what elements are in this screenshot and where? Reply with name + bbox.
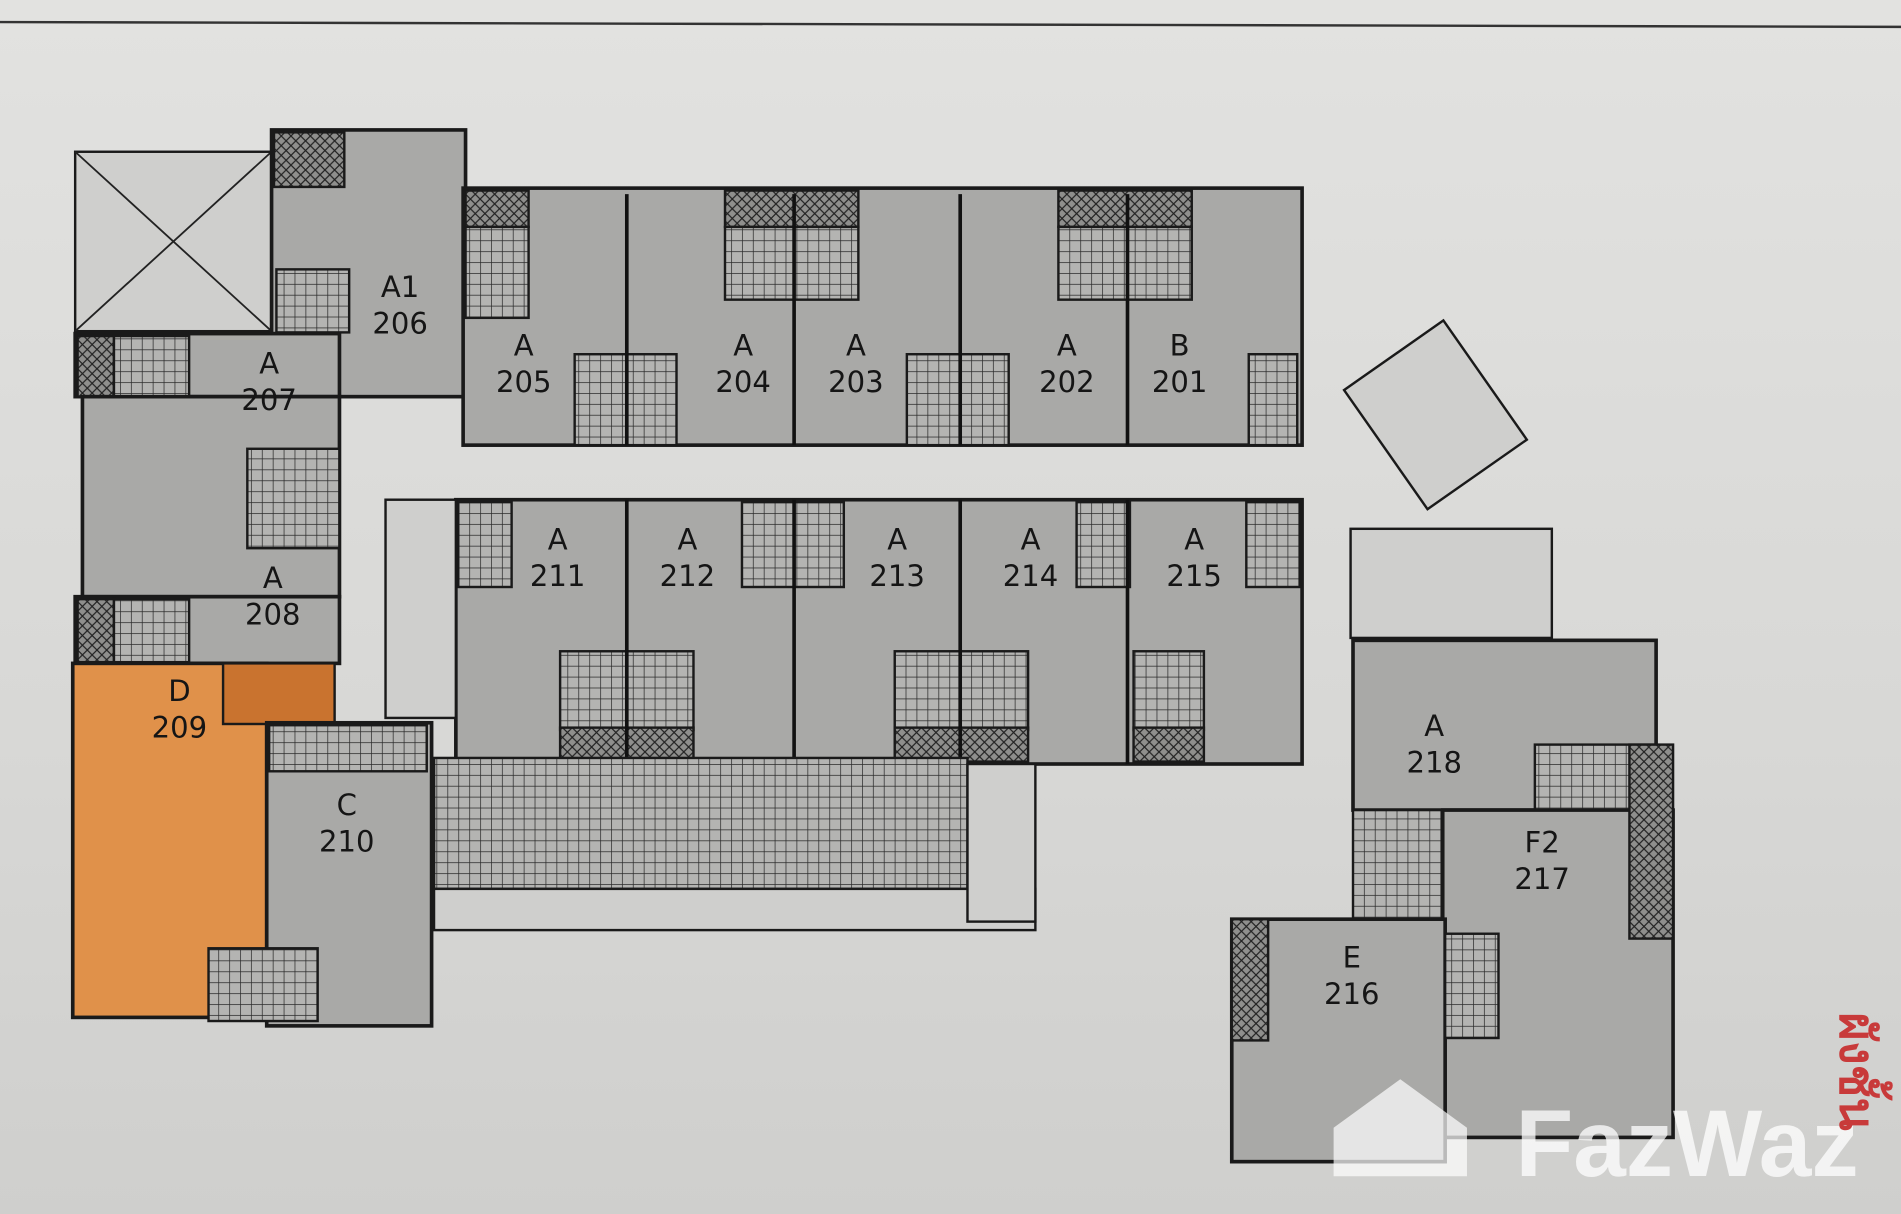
unit-type-label: E [1343,941,1361,975]
red-stamp-text: ผังชั้น [1828,1013,1893,1131]
corridor-north-units [461,186,1304,447]
unit-number-label: 217 [1514,862,1570,896]
unit-type-label: A [548,522,568,556]
watermark-text: FazWaz [1515,1091,1858,1197]
unit-type-label: A [887,522,907,556]
unit-number-label: 216 [1324,977,1380,1011]
unit-number-label: 201 [1152,365,1208,399]
unit-number-label: 207 [241,383,297,417]
unit-type-label: A [1021,522,1041,556]
unit-type-label: A [514,328,534,362]
corridor-south-units [384,497,1304,932]
courtyard-deck [432,756,969,891]
unit-type-label: B [1170,328,1190,362]
west-wing [70,128,468,1028]
unit-number-label: 206 [372,307,428,341]
unit-number-label: 214 [1003,559,1059,593]
unit-number-label: 210 [319,824,375,858]
unit-number-label: 211 [530,559,586,593]
unit-number-label: 202 [1039,365,1095,399]
unit-type-label: A [1424,709,1444,743]
unit-type-label: A [1184,522,1204,556]
unit-type-label: A [733,328,753,362]
unit-type-label: C [337,788,357,822]
unit-type-label: A [677,522,697,556]
unit-number-label: 204 [715,365,771,399]
unit-number-label: 209 [152,710,208,744]
unit-type-label: A1 [381,270,419,304]
unit-type-label: A [846,328,866,362]
unit-type-label: A [263,561,283,595]
unit-type-label: A [1057,328,1077,362]
unit-number-label: 203 [828,365,884,399]
unit-number-label: 218 [1406,745,1462,779]
unit-number-label: 212 [660,559,716,593]
stairwell [384,498,458,720]
unit-type-label: A [259,347,279,381]
east-wing [1229,318,1675,1164]
elevator-core [1342,318,1529,511]
unit-number-label: 213 [869,559,925,593]
unit-type-label: F2 [1525,826,1560,860]
page-edge-line [0,20,1901,29]
unit-number-label: 208 [245,598,301,632]
unit-type-label: D [168,674,190,708]
unit-number-label: 205 [496,365,552,399]
unit-number-label: 215 [1166,559,1222,593]
watermark-house-icon [1333,1079,1467,1177]
